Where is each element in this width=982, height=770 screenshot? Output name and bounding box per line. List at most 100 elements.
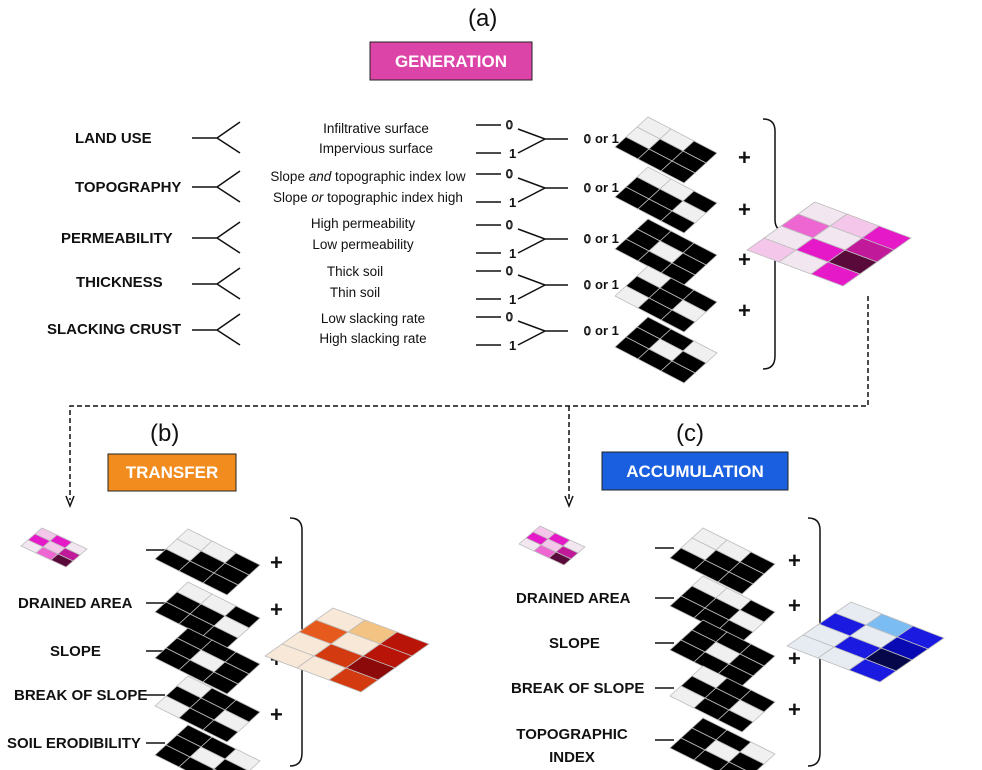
map-cell [848,658,897,683]
gen-left-forks [192,121,241,346]
one-value: 1 [509,146,516,161]
binary-map [669,527,776,595]
map-cell [224,748,261,770]
accumulation-dashes [655,547,674,741]
accum-label-index: INDEX [549,749,595,766]
panel-b-letter: (b) [150,420,179,447]
binary-map [154,627,261,695]
binary-map [669,717,776,770]
right-fork [517,228,568,254]
arrow-head [564,495,574,509]
generation-input-map [20,527,88,568]
map-cell [660,160,696,184]
binary-map [614,218,718,286]
one-value: 1 [509,292,516,307]
accumulation-binary-maps [518,525,776,770]
plus-sign: + [788,548,801,573]
flow-connector [69,296,869,500]
gen-label-land-use: LAND USE [75,130,152,147]
binary-map [614,116,718,184]
zero-value: 0 [506,218,513,232]
map-cell [728,751,765,770]
one-value: 1 [509,246,516,261]
map-cell [202,671,239,695]
binary-map [154,581,261,649]
plus-sign: + [788,646,801,671]
transfer-binary-maps [20,527,261,770]
plus-sign: + [788,697,801,722]
map-cell [693,749,730,770]
right-fork [517,274,568,300]
gen-opt1-slacking: High slacking rate [319,331,426,346]
transfer-result-grid [264,607,430,693]
gen-binary-maps [614,116,718,384]
plus-sign: + [738,247,751,272]
accum-label-topographic: TOPOGRAPHIC [516,726,628,743]
right-fork [517,177,568,203]
arrow-head [65,495,75,509]
plus-sign: + [270,550,283,575]
map-cell [213,758,248,770]
zero-value: 0 [584,278,591,292]
panel-c-letter: (c) [676,420,704,447]
binary-map [669,575,776,643]
binary-map [669,619,776,687]
map-cell [719,761,746,770]
map-cell [50,553,74,568]
gen-opt0-slacking: Low slacking rate [321,311,425,326]
one-value: 1 [509,338,516,353]
transfer-header [107,453,237,492]
accumulation-result-grid [786,601,945,683]
map-cell [660,210,696,234]
right-fork [517,320,568,346]
binary-map [154,675,261,743]
gen-opt0-land-use: Infiltrative surface [323,121,429,136]
or-one-label: or 1 [595,277,619,292]
map-cell [660,360,696,384]
gen-opt1-thickness: Thin soil [330,285,380,300]
transfer-title: TRANSFER [126,463,219,482]
accumulation-title: ACCUMULATION [626,462,764,481]
gen-opt0-topography: Slope and topographic index low [270,169,465,184]
map-cell [178,756,215,770]
map-cell [717,571,754,595]
zero-value: 0 [584,232,591,246]
accumulation-header [601,451,789,491]
binary-map [154,528,261,596]
transfer-dashes [146,549,165,744]
map-cell [202,719,239,743]
accumulation-result-map [786,601,945,683]
gen-opt0-thickness: Thick soil [327,264,383,279]
gen-label-thickness: THICKNESS [76,274,163,291]
plus-sign: + [738,197,751,222]
gen-opt0-permeability: High permeability [311,216,416,231]
gen-label-slacking-crust: SLACKING CRUST [47,321,181,338]
gen-opt1-permeability: Low permeability [312,237,414,252]
accum-label-drained-area: DRAINED AREA [516,590,631,607]
generation-title: GENERATION [395,52,507,71]
map-cell [810,261,861,287]
accum-label-slope: SLOPE [549,635,600,652]
plus-sign: + [270,597,283,622]
zero-value: 0 [584,181,591,195]
binary-map [614,265,718,333]
panel-a-letter: (a) [468,5,497,32]
binary-map [669,665,776,733]
zero-value: 0 [506,118,513,132]
generation-header [369,41,533,81]
or-one-label: or 1 [595,231,619,246]
or-one-label: or 1 [595,323,619,338]
accum-label-break-of-slope: BREAK OF SLOPE [511,680,644,697]
transfer-label-soil-erodibility: SOIL ERODIBILITY [7,735,141,752]
generation-input-map [518,525,586,566]
transfer-label-drained-area: DRAINED AREA [18,595,133,612]
map-cell [328,667,379,693]
map-cell [202,572,239,596]
plus-sign: + [738,298,751,323]
right-fork [517,128,568,154]
transfer-label-break-of-slope: BREAK OF SLOPE [14,687,147,704]
map-cell [660,309,696,333]
or-one-label: or 1 [595,180,619,195]
generation-result-map [746,201,912,287]
